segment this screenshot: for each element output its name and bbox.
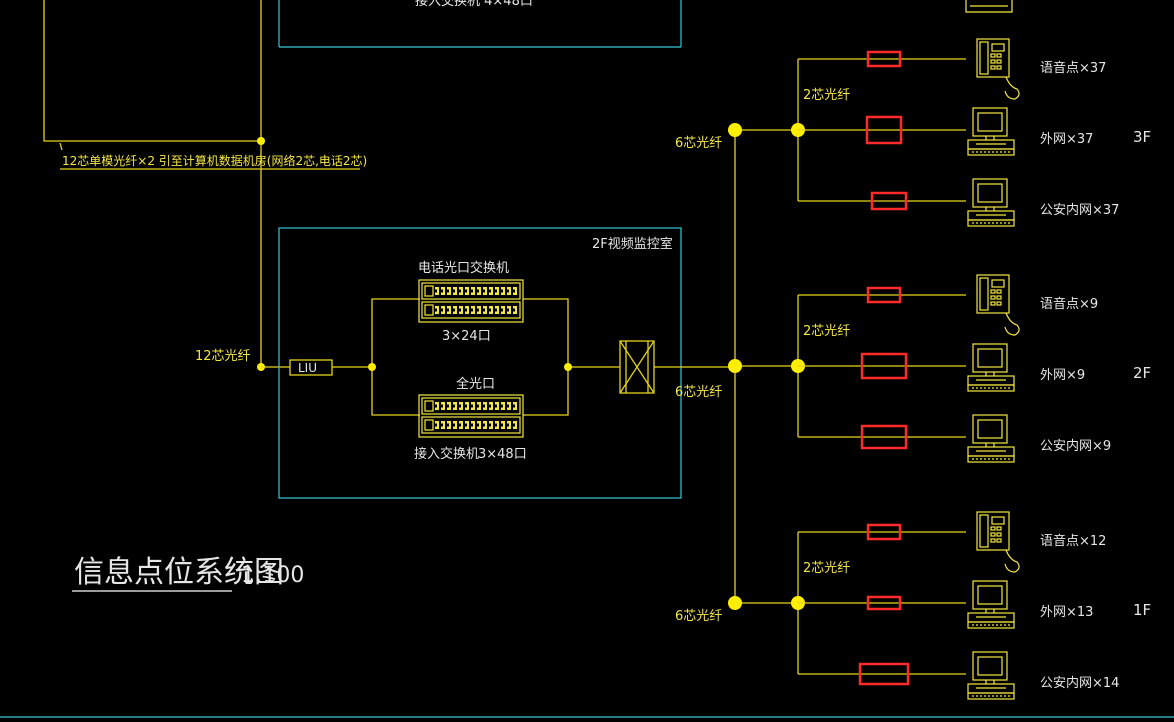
outlet-marker	[866, 286, 902, 304]
phone-switch-title: 电话光口交换机	[418, 260, 509, 276]
branch-fiber-label: 2芯光纤	[803, 324, 850, 339]
control-room-cabinet: 2F视频监控室 LIU 电话光口交换机 3×24口 全光口 接入交换机 3×48…	[278, 227, 735, 499]
computer-icon	[967, 651, 1015, 700]
floor-distribution: 6芯光纤 2芯光纤 3F 语音点×37 外网×37 公安内网×37 6芯光纤 2芯光纤 2F 语音…	[675, 38, 1151, 700]
telephone-icon	[976, 38, 1020, 100]
outlet-label: 外网×13	[1040, 605, 1093, 620]
backbone-note: 12芯单模光纤×2 引至计算机数据机房(网络2芯,电话2芯)	[62, 153, 367, 168]
computer-icon	[967, 178, 1015, 227]
branch-fiber-label: 2芯光纤	[803, 88, 850, 103]
outlet-label: 外网×9	[1040, 368, 1085, 383]
riser-fiber-label: 6芯光纤	[675, 609, 722, 624]
outlet-marker	[866, 523, 902, 541]
outlet-marker	[866, 50, 902, 68]
outlet-label: 公安内网×37	[1040, 202, 1119, 218]
floor-group-2f: 6芯光纤 2芯光纤 2F 语音点×9 外网×9 公安内网×9	[675, 274, 1151, 463]
outlet-label: 公安内网×9	[1040, 438, 1111, 454]
backbone-cable: 12芯单模光纤×2 引至计算机数据机房(网络2芯,电话2芯) 12芯光纤	[43, 0, 367, 371]
computer-icon	[967, 414, 1015, 463]
riser-junction-dot	[728, 359, 742, 373]
access-switch-ports: 3×48口	[478, 447, 527, 462]
junction-dot	[368, 363, 376, 371]
upper-cabinet-fragment: 接入交换机 4×48口	[278, 0, 1013, 48]
branch-fiber-label: 2芯光纤	[803, 561, 850, 576]
outlet-marker	[860, 424, 908, 450]
junction-dot	[564, 363, 572, 371]
drawing-title-block: 信息点位系统图 1:100	[72, 555, 304, 592]
junction-dot	[257, 137, 265, 145]
floor-group-3f: 6芯光纤 2芯光纤 3F 语音点×37 外网×37 公安内网×37	[675, 38, 1151, 227]
control-room-title: 2F视频监控室	[592, 236, 673, 252]
outlet-marker	[865, 115, 903, 145]
backbone-fiber-label: 12芯光纤	[195, 349, 251, 364]
outlet-label: 公安内网×14	[1040, 675, 1119, 691]
liu-label: LIU	[298, 361, 317, 375]
drawing-title: 信息点位系统图	[74, 555, 284, 590]
upper-switch-label: 接入交换机 4×48口	[415, 0, 533, 9]
floor-label: 1F	[1133, 601, 1151, 619]
floor-group-1f: 6芯光纤 2芯光纤 1F 语音点×12 外网×13 公安内网×14	[675, 511, 1151, 700]
outlet-marker	[860, 352, 908, 380]
riser-junction-dot	[728, 596, 742, 610]
access-switch-icon	[419, 395, 523, 437]
computer-icon	[967, 107, 1015, 156]
telephone-icon	[976, 511, 1020, 573]
drawing-scale: 1:100	[241, 563, 304, 588]
computer-icon	[967, 580, 1015, 629]
access-switch-caption: 接入交换机	[414, 446, 479, 462]
riser-junction-dot	[728, 123, 742, 137]
outlet-label: 语音点×12	[1040, 533, 1106, 549]
phone-switch-icon	[419, 280, 523, 322]
access-switch-title: 全光口	[456, 376, 495, 392]
riser-fiber-label: 6芯光纤	[675, 385, 722, 400]
floor-label: 2F	[1133, 364, 1151, 382]
outlet-label: 外网×37	[1040, 132, 1093, 147]
floor-label: 3F	[1133, 128, 1151, 146]
outlet-label: 语音点×37	[1040, 60, 1106, 76]
outlet-marker	[870, 191, 908, 211]
outlet-marker	[858, 662, 910, 686]
computer-icon	[967, 343, 1015, 392]
phone-switch-ports: 3×24口	[442, 329, 491, 344]
riser-fiber-label: 6芯光纤	[675, 136, 722, 151]
telephone-icon	[976, 274, 1020, 336]
outlet-marker	[866, 595, 902, 611]
fiber-patch-icon	[619, 340, 655, 394]
outlet-label: 语音点×9	[1040, 296, 1098, 312]
